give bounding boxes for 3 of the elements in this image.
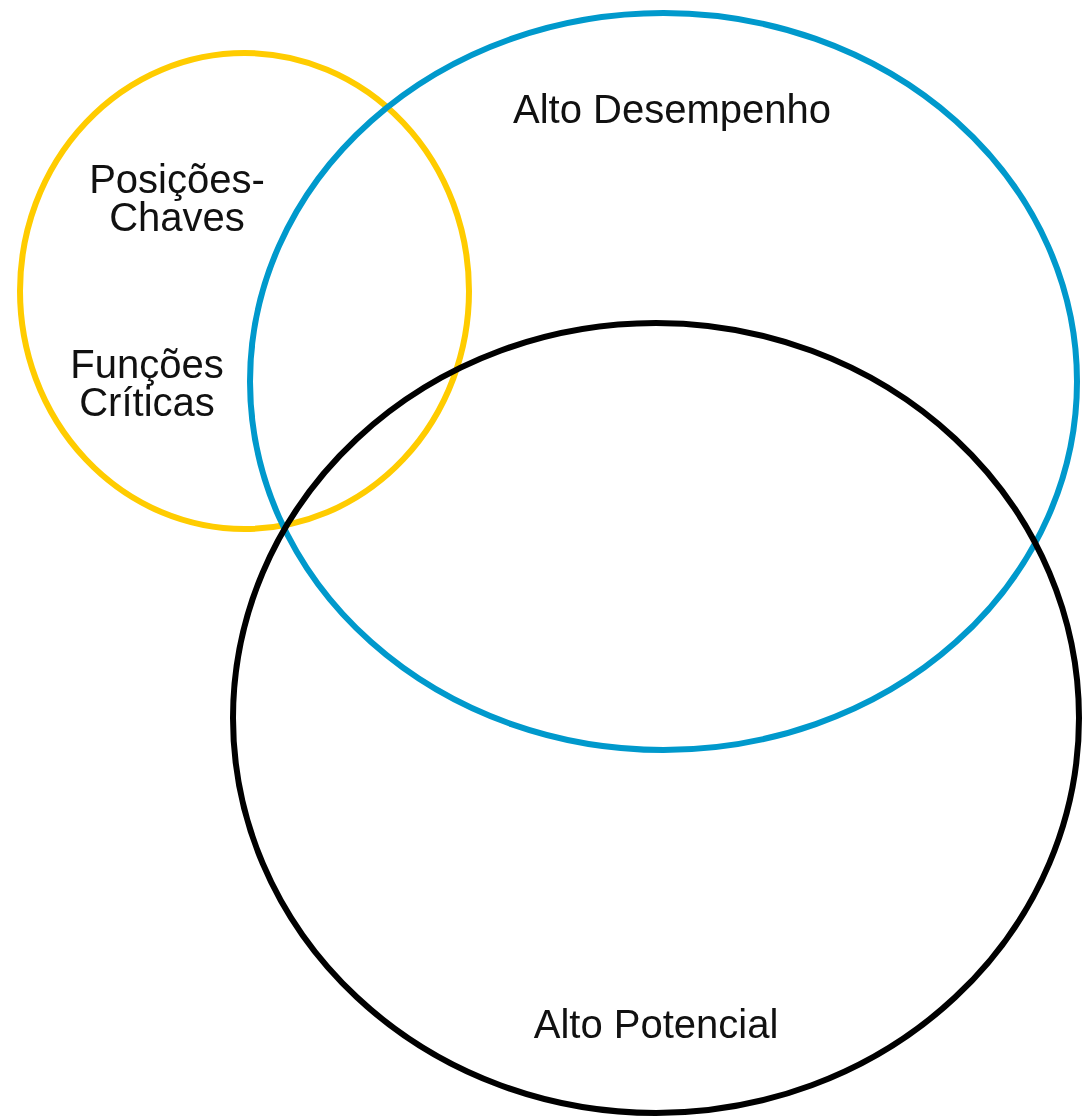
set-label: Alto Potencial (532, 1005, 780, 1043)
set-label: Funções Críticas (69, 345, 225, 421)
set-label: Posições-Chaves (88, 160, 266, 236)
